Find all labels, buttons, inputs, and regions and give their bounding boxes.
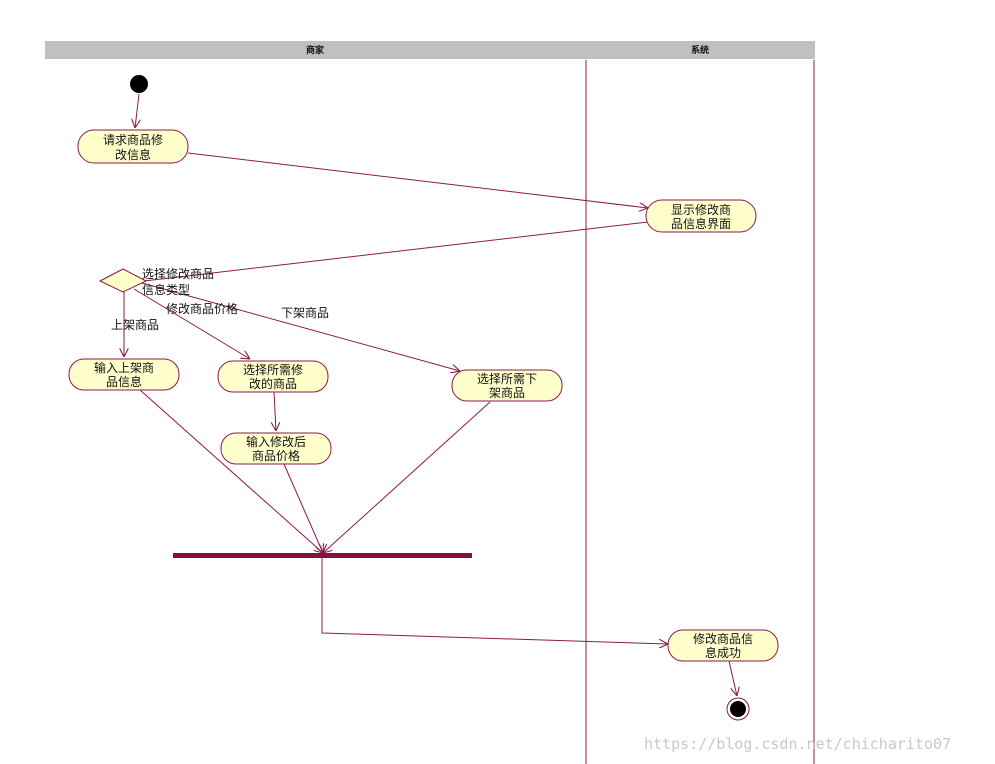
activity-text: 改信息 [115,147,151,162]
edge-select-delist-to-join [323,401,491,553]
join-bar [173,553,472,558]
decision-label: 选择修改商品 [142,266,214,281]
lane-title-system: 系统 [691,44,709,56]
edge-select-modify-to-input-price [274,391,276,431]
activity-modify-success: 修改商品信 息成功 [667,629,779,662]
activity-text: 输入上架商 [94,360,154,375]
activity-input-modified-price: 输入修改后 商品价格 [220,432,332,465]
activity-text: 请求商品修 [103,132,163,147]
edge-label-delist-product: 下架商品 [281,305,329,320]
activity-text: 品信息 [106,374,142,389]
activity-text: 息成功 [705,645,741,660]
activity-text: 架商品 [489,385,525,400]
activity-text: 显示修改商 [671,202,731,217]
edge-label-list-product: 上架商品 [111,317,159,332]
activity-text: 商品价格 [252,448,300,463]
edge-join-to-success [321,558,668,644]
start-node [130,75,148,93]
edge-input-new-to-join [139,389,323,553]
edge-success-to-end [728,660,737,696]
edges [124,93,737,696]
edge-input-price-to-join [283,463,323,553]
decision-node: 选择修改商品 信息类型 [98,266,214,297]
activity-text: 修改商品信 [693,631,753,646]
swimlane-header [45,41,815,59]
activity-input-new-product: 输入上架商 品信息 [68,358,180,391]
activity-select-modify-product: 选择所需修 改的商品 [217,360,329,393]
edge-request-to-show [187,152,648,208]
watermark: https://blog.csdn.net/chicharito07 [644,735,951,753]
activity-text: 输入修改后 [246,434,306,449]
activity-text: 选择所需下 [477,372,537,386]
activity-request-modify: 请求商品修 改信息 [77,129,189,164]
edge-label-modify-price: 修改商品价格 [166,301,238,316]
lane-title-merchant: 商家 [306,44,325,56]
activity-text: 选择所需修 [243,362,303,377]
edge-decision-to-select-modify [133,288,250,359]
edge-decision-to-select-delist [141,282,460,371]
edge-start-to-request [135,93,139,128]
activity-text: 品信息界面 [671,216,731,231]
activity-text: 改的商品 [249,376,297,391]
edge-show-to-decision [143,221,649,282]
activity-select-delist-product: 选择所需下 架商品 [451,369,563,402]
end-node [726,697,750,721]
decision-label: 信息类型 [142,282,190,297]
activity-show-modify-ui: 显示修改商 品信息界面 [645,199,757,233]
